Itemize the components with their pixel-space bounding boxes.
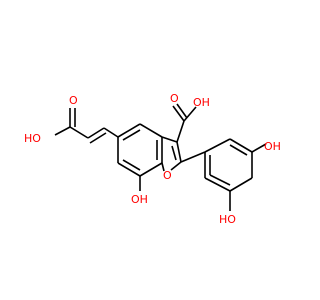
bond-b4 [139, 162, 163, 177]
carboxylic-acid-c3 [172, 103, 197, 143]
bond-ca-cb-2 [89, 132, 107, 144]
label-o-cooh: O [170, 92, 179, 105]
acrylic-acid-chain [54, 108, 119, 144]
bond-c-oh-acrylic [54, 126, 71, 136]
bond-cb-ring [103, 127, 119, 138]
benzene-ring [117, 123, 163, 177]
bond-cooh-o1-double [176, 103, 188, 119]
bond-c2-double [229, 144, 248, 156]
bond-c3-cooh [176, 120, 185, 143]
bond-c1 [204, 138, 231, 153]
label-o-furan: O [163, 169, 172, 182]
label-oh-para: OH [264, 140, 281, 153]
bond-b2 [139, 123, 163, 138]
bond-c5-double [209, 174, 231, 186]
furan-ring [161, 136, 182, 172]
molecule-structure: HO O O OH O OH OH HO [24, 92, 281, 226]
bond-cooh-o1 [172, 105, 185, 122]
label-oh-cooh: OH [193, 96, 210, 109]
bond-b5 [117, 162, 141, 177]
bond-b5-double [122, 159, 141, 171]
bond-c2 [229, 138, 253, 153]
bond-c-ca [69, 126, 89, 139]
bond-ca-cb-1 [87, 127, 105, 139]
bond-f4 [161, 162, 165, 172]
bond-f1 [161, 136, 178, 143]
label-o-acrylic: O [69, 94, 78, 107]
label-ho-meta: HO [219, 213, 236, 226]
bond-b1-double [122, 129, 141, 141]
bond-f-double [171, 145, 177, 161]
catechol-ring [180, 138, 267, 211]
molecule-canvas: HO O O OH O OH OH HO [24, 92, 281, 226]
bond-furan-catechol [180, 151, 206, 163]
bond-b1 [117, 123, 141, 138]
bond-para-oh [251, 143, 267, 153]
label-oh-acrylic: HO [24, 132, 41, 145]
bond-c5 [204, 177, 231, 192]
label-oh-c7: OH [131, 193, 148, 206]
bond-f3 [170, 161, 182, 171]
bond-cooh-oh [183, 106, 197, 122]
bond-f2 [176, 141, 182, 163]
bond-c4 [229, 177, 253, 192]
